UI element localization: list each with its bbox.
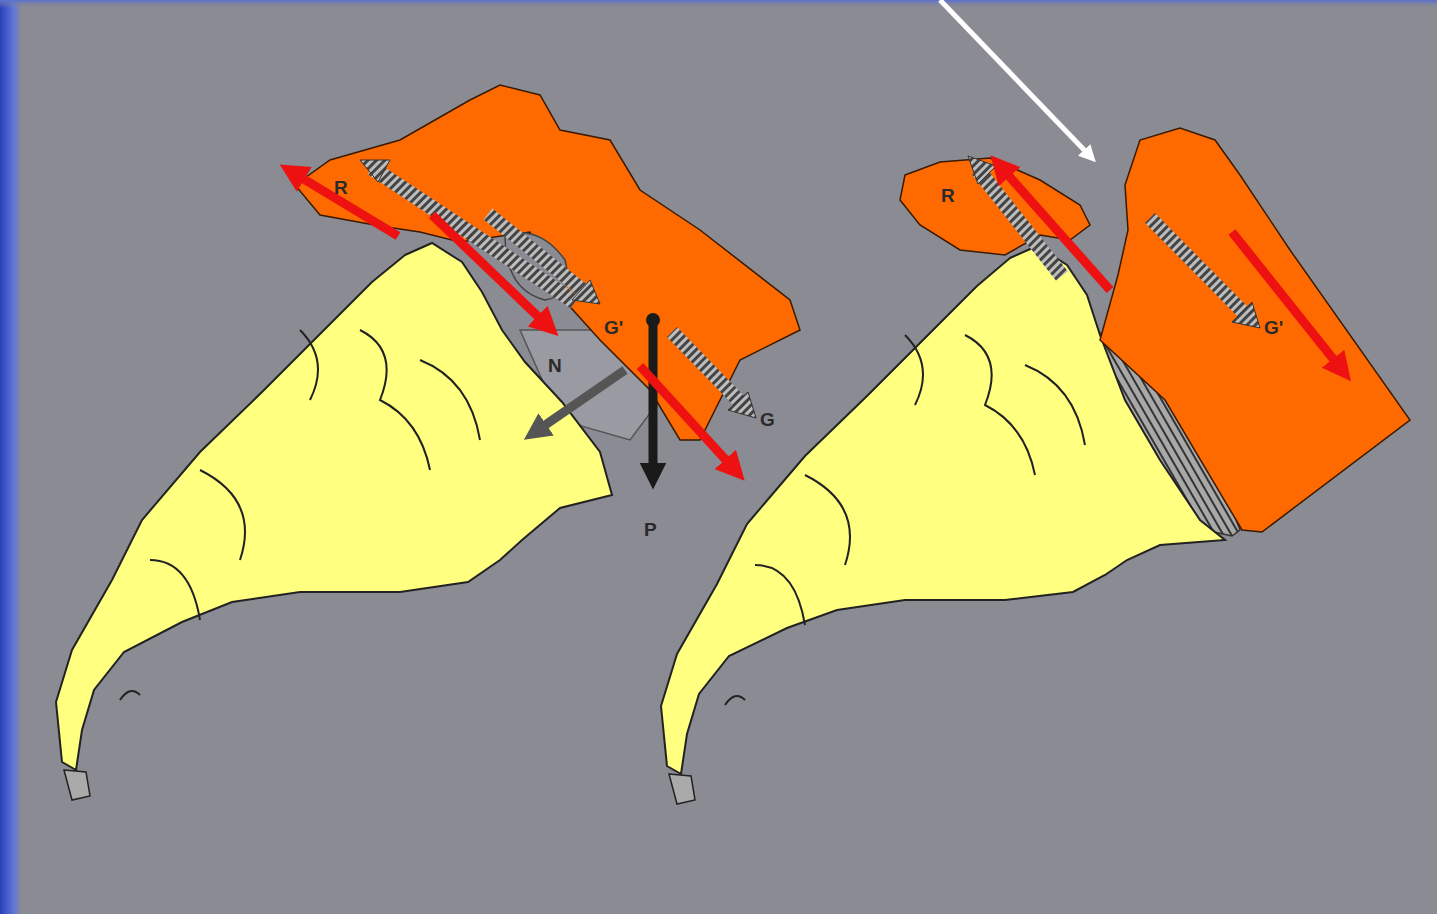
force-label: P	[644, 520, 657, 539]
force-label: G'	[1264, 318, 1283, 337]
force-label: G'	[604, 318, 623, 337]
force-label: G	[760, 410, 775, 429]
force-label: N	[548, 356, 562, 375]
force-label: R	[334, 178, 348, 197]
force-label: R	[941, 186, 955, 205]
